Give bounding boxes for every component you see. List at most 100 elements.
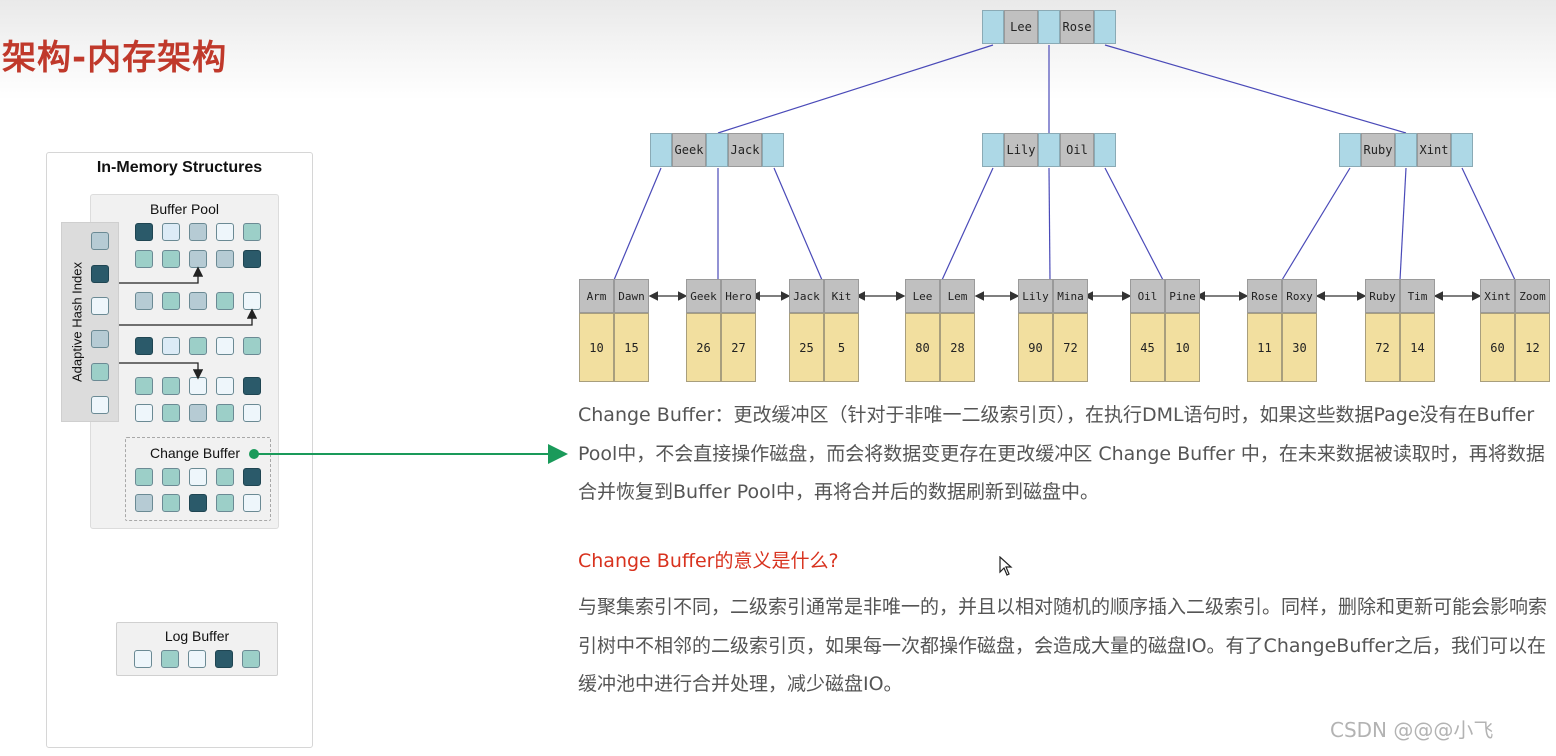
change-buffer-cell [243, 494, 261, 512]
hash-arrow [119, 362, 204, 380]
page-title: 架构-内存架构 [2, 38, 228, 78]
hash-cell [91, 265, 109, 283]
change-buffer-cell [189, 468, 207, 486]
leaf-key: Oil [1130, 279, 1165, 313]
page-cell [216, 337, 234, 355]
log-buffer-cell [242, 650, 260, 668]
tree-key: Xint [1417, 133, 1451, 167]
hash-cell [91, 297, 109, 315]
page-cell [243, 223, 261, 241]
hash-cell [91, 363, 109, 381]
buffer-pool-label: Buffer Pool [149, 201, 219, 217]
leaf-value: 27 [721, 313, 756, 382]
leaf-key: Pine [1165, 279, 1200, 313]
pointer-slot [1094, 133, 1116, 167]
leaf-key: Roxy [1282, 279, 1317, 313]
leaf-value: 10 [1165, 313, 1200, 382]
page-cell [162, 377, 180, 395]
pointer-slot [762, 133, 784, 167]
btree-internal-node: Ruby Xint [1339, 133, 1473, 167]
leaf-value: 10 [579, 313, 614, 382]
log-buffer-cell [134, 650, 152, 668]
leaf-key: Zoom [1515, 279, 1550, 313]
leaf-value: 25 [789, 313, 824, 382]
leaf-key: Ruby [1365, 279, 1400, 313]
btree-internal-node: Geek Jack [650, 133, 784, 167]
csdn-watermark: CSDN @@@小飞 [1330, 718, 1494, 742]
question-heading: Change Buffer的意义是什么? [578, 550, 839, 572]
change-buffer-cell [162, 468, 180, 486]
leaf-value: 26 [686, 313, 721, 382]
leaf-value: 72 [1053, 313, 1088, 382]
pointer-slot [1038, 10, 1060, 44]
page-cell [162, 404, 180, 422]
hash-cell [91, 232, 109, 250]
pointer-slot [1038, 133, 1060, 167]
tree-key: Geek [672, 133, 706, 167]
pointer-slot [706, 133, 728, 167]
leaf-key: Geek [686, 279, 721, 313]
pointer-slot [982, 133, 1004, 167]
btree-root-node: Lee Rose [982, 10, 1116, 44]
change-buffer-cell [135, 494, 153, 512]
leaf-key: Lily [1018, 279, 1053, 313]
leaf-key: Kit [824, 279, 859, 313]
change-buffer-significance: 与聚集索引不同，二级索引通常是非唯一的，并且以相对随机的顺序插入二级索引。同样，… [578, 596, 1548, 695]
page-cell [189, 404, 207, 422]
change-buffer-cell [162, 494, 180, 512]
change-buffer-cell [216, 468, 234, 486]
page-cell [135, 377, 153, 395]
log-buffer-cell [215, 650, 233, 668]
pointer-slot [650, 133, 672, 167]
leaf-key: Lem [940, 279, 975, 313]
page-cell [216, 223, 234, 241]
tree-key: Lily [1004, 133, 1038, 167]
change-buffer-box [125, 437, 271, 521]
change-buffer-cell [243, 468, 261, 486]
leaf-value: 11 [1247, 313, 1282, 382]
page-cell [243, 250, 261, 268]
leaf-value: 80 [905, 313, 940, 382]
leaf-value: 5 [824, 313, 859, 382]
mouse-cursor-icon [999, 556, 1013, 576]
leaf-key: Rose [1247, 279, 1282, 313]
log-buffer-label: Log Buffer [164, 628, 230, 644]
leaf-value: 60 [1480, 313, 1515, 382]
tree-edges [613, 44, 1516, 281]
leaf-key: Arm [579, 279, 614, 313]
page-cell [189, 223, 207, 241]
adaptive-hash-index-box [61, 222, 119, 422]
tree-key: Oil [1060, 133, 1094, 167]
leaf-key: Mina [1053, 279, 1088, 313]
page-cell [162, 250, 180, 268]
leaf-key: Dawn [614, 279, 649, 313]
page-cell [216, 404, 234, 422]
hash-arrow [119, 266, 204, 284]
page-cell [243, 337, 261, 355]
pointer-slot [982, 10, 1004, 44]
page-cell [135, 337, 153, 355]
leaf-value: 90 [1018, 313, 1053, 382]
leaf-key: Hero [721, 279, 756, 313]
leaf-value: 12 [1515, 313, 1550, 382]
leaf-key: Lee [905, 279, 940, 313]
leaf-key: Tim [1400, 279, 1435, 313]
leaf-value: 72 [1365, 313, 1400, 382]
hash-cell [91, 396, 109, 414]
connector-dot [249, 449, 259, 459]
leaf-value: 45 [1130, 313, 1165, 382]
pointer-slot [1339, 133, 1361, 167]
pointer-slot [1395, 133, 1417, 167]
page-cell [216, 377, 234, 395]
page-cell [243, 404, 261, 422]
page-cell [135, 223, 153, 241]
panel-title: In-Memory Structures [96, 159, 263, 176]
leaf-value: 15 [614, 313, 649, 382]
tree-key: Ruby [1361, 133, 1395, 167]
leaf-value: 30 [1282, 313, 1317, 382]
